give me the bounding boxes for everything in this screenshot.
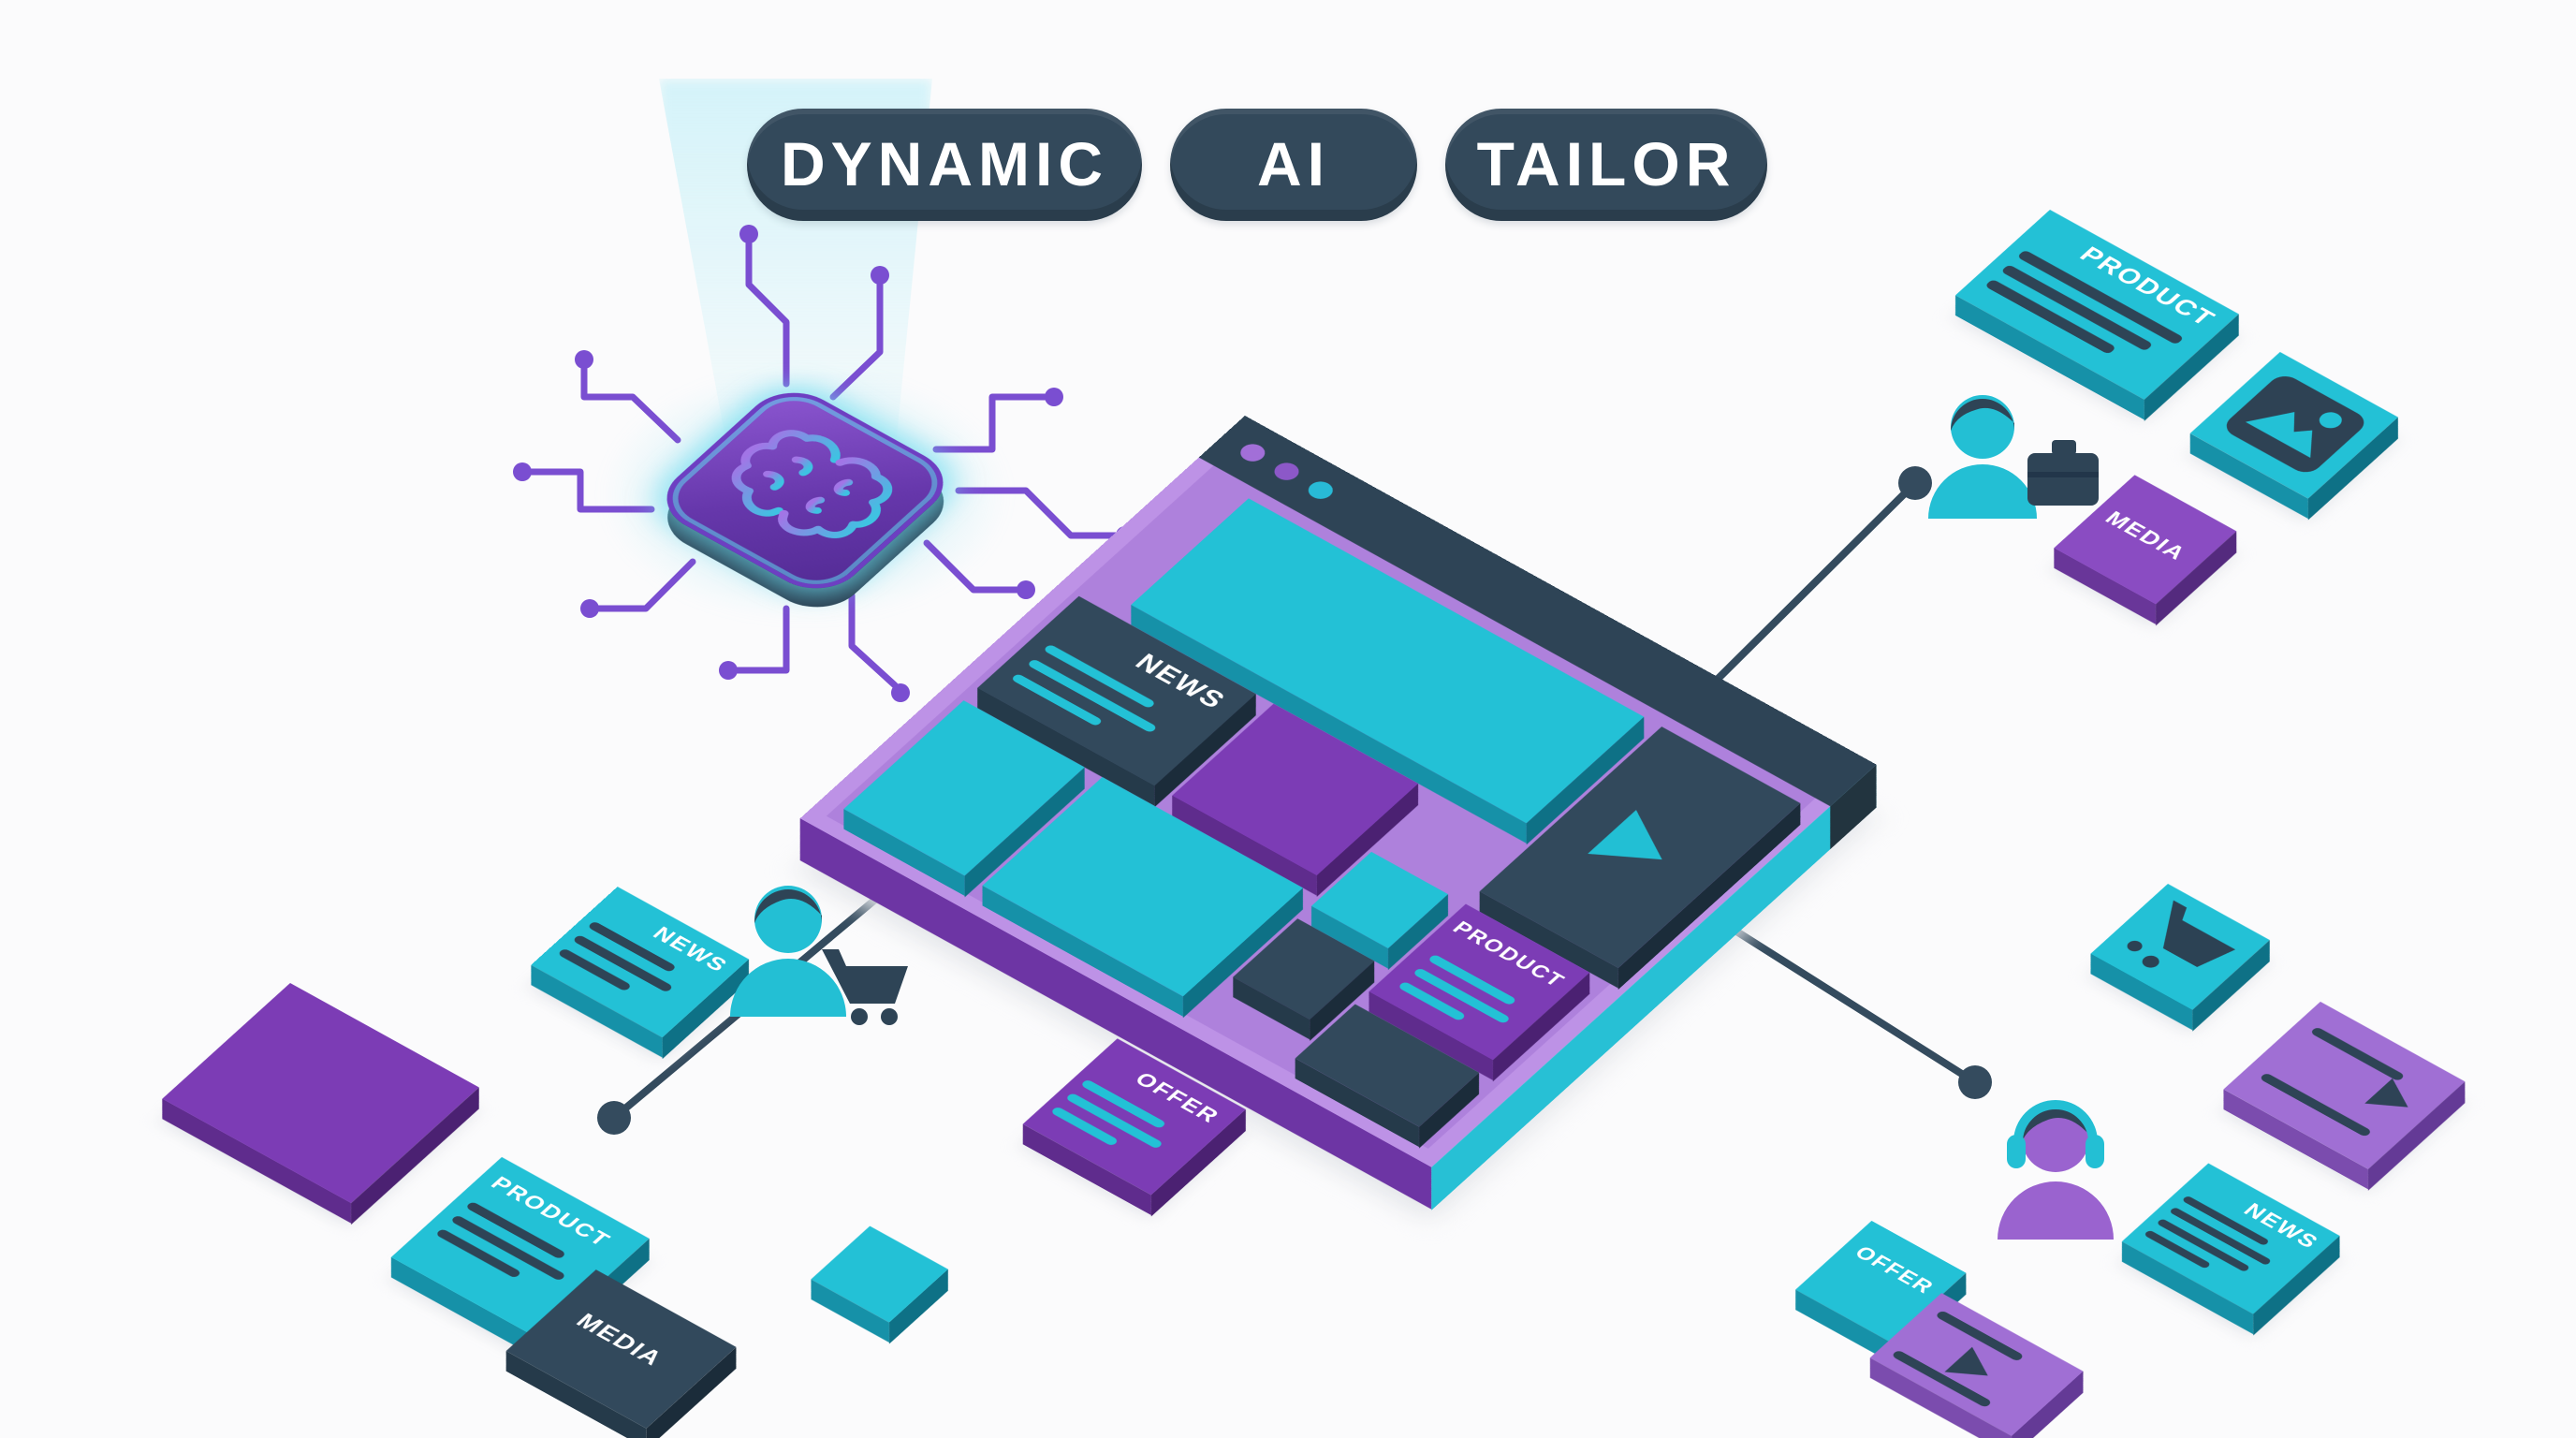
card-image-top-right	[2189, 351, 2398, 499]
card-video-bottom-right	[2223, 1001, 2466, 1169]
text-line	[557, 947, 633, 992]
play-icon	[2364, 1078, 2422, 1121]
card-blank-cyan	[811, 1225, 948, 1323]
media-label: MEDIA	[2100, 506, 2193, 565]
text-line	[2259, 1072, 2373, 1137]
ai-chip	[647, 378, 964, 622]
card-news-bottom-right: NEWS	[2121, 1163, 2340, 1314]
cart-icon	[2127, 900, 2236, 968]
image-icon	[2226, 376, 2364, 473]
badge-tailor: TAILOR	[1445, 109, 1767, 221]
news-label: NEWS	[2238, 1198, 2325, 1254]
headphones-icon	[2007, 1100, 2104, 1168]
text-line	[2309, 1026, 2406, 1082]
briefcase-icon	[2027, 440, 2099, 506]
media-label: MEDIA	[569, 1310, 668, 1372]
badge-ai: AI	[1170, 109, 1417, 221]
connector-dot-top-right	[1898, 466, 1932, 500]
window-dot-icon	[1269, 459, 1304, 484]
user-headphones-icon	[1998, 1100, 2114, 1240]
chip-face	[647, 378, 963, 603]
badge-dynamic: DYNAMIC	[747, 109, 1142, 221]
brain-icon	[731, 430, 893, 538]
card-cart-bottom-right	[2090, 884, 2270, 1010]
offer-label: OFFER	[1850, 1241, 1940, 1298]
user-briefcase-icon	[1928, 395, 2099, 519]
cluster-bottom-left: NEWS OFFER PRODUCT MEDIA	[160, 887, 1246, 1429]
window-dot-icon	[1303, 477, 1339, 503]
connector-dot-bottom-right	[1958, 1065, 1992, 1099]
cluster-top-right: PRODUCT MEDIA	[1954, 210, 2398, 627]
cart-icon	[822, 949, 908, 1025]
connector-dot-bottom-left	[597, 1101, 631, 1135]
cluster-bottom-right: NEWS OFFER	[1795, 884, 2466, 1436]
window-dot-icon	[1236, 440, 1270, 465]
card-product-top-right: PRODUCT	[1955, 210, 2239, 400]
play-icon	[1588, 810, 1687, 882]
product-label: PRODUCT	[486, 1171, 617, 1251]
card-news-bottom-left: NEWS	[531, 887, 750, 1038]
card-blank-purple	[162, 983, 479, 1204]
